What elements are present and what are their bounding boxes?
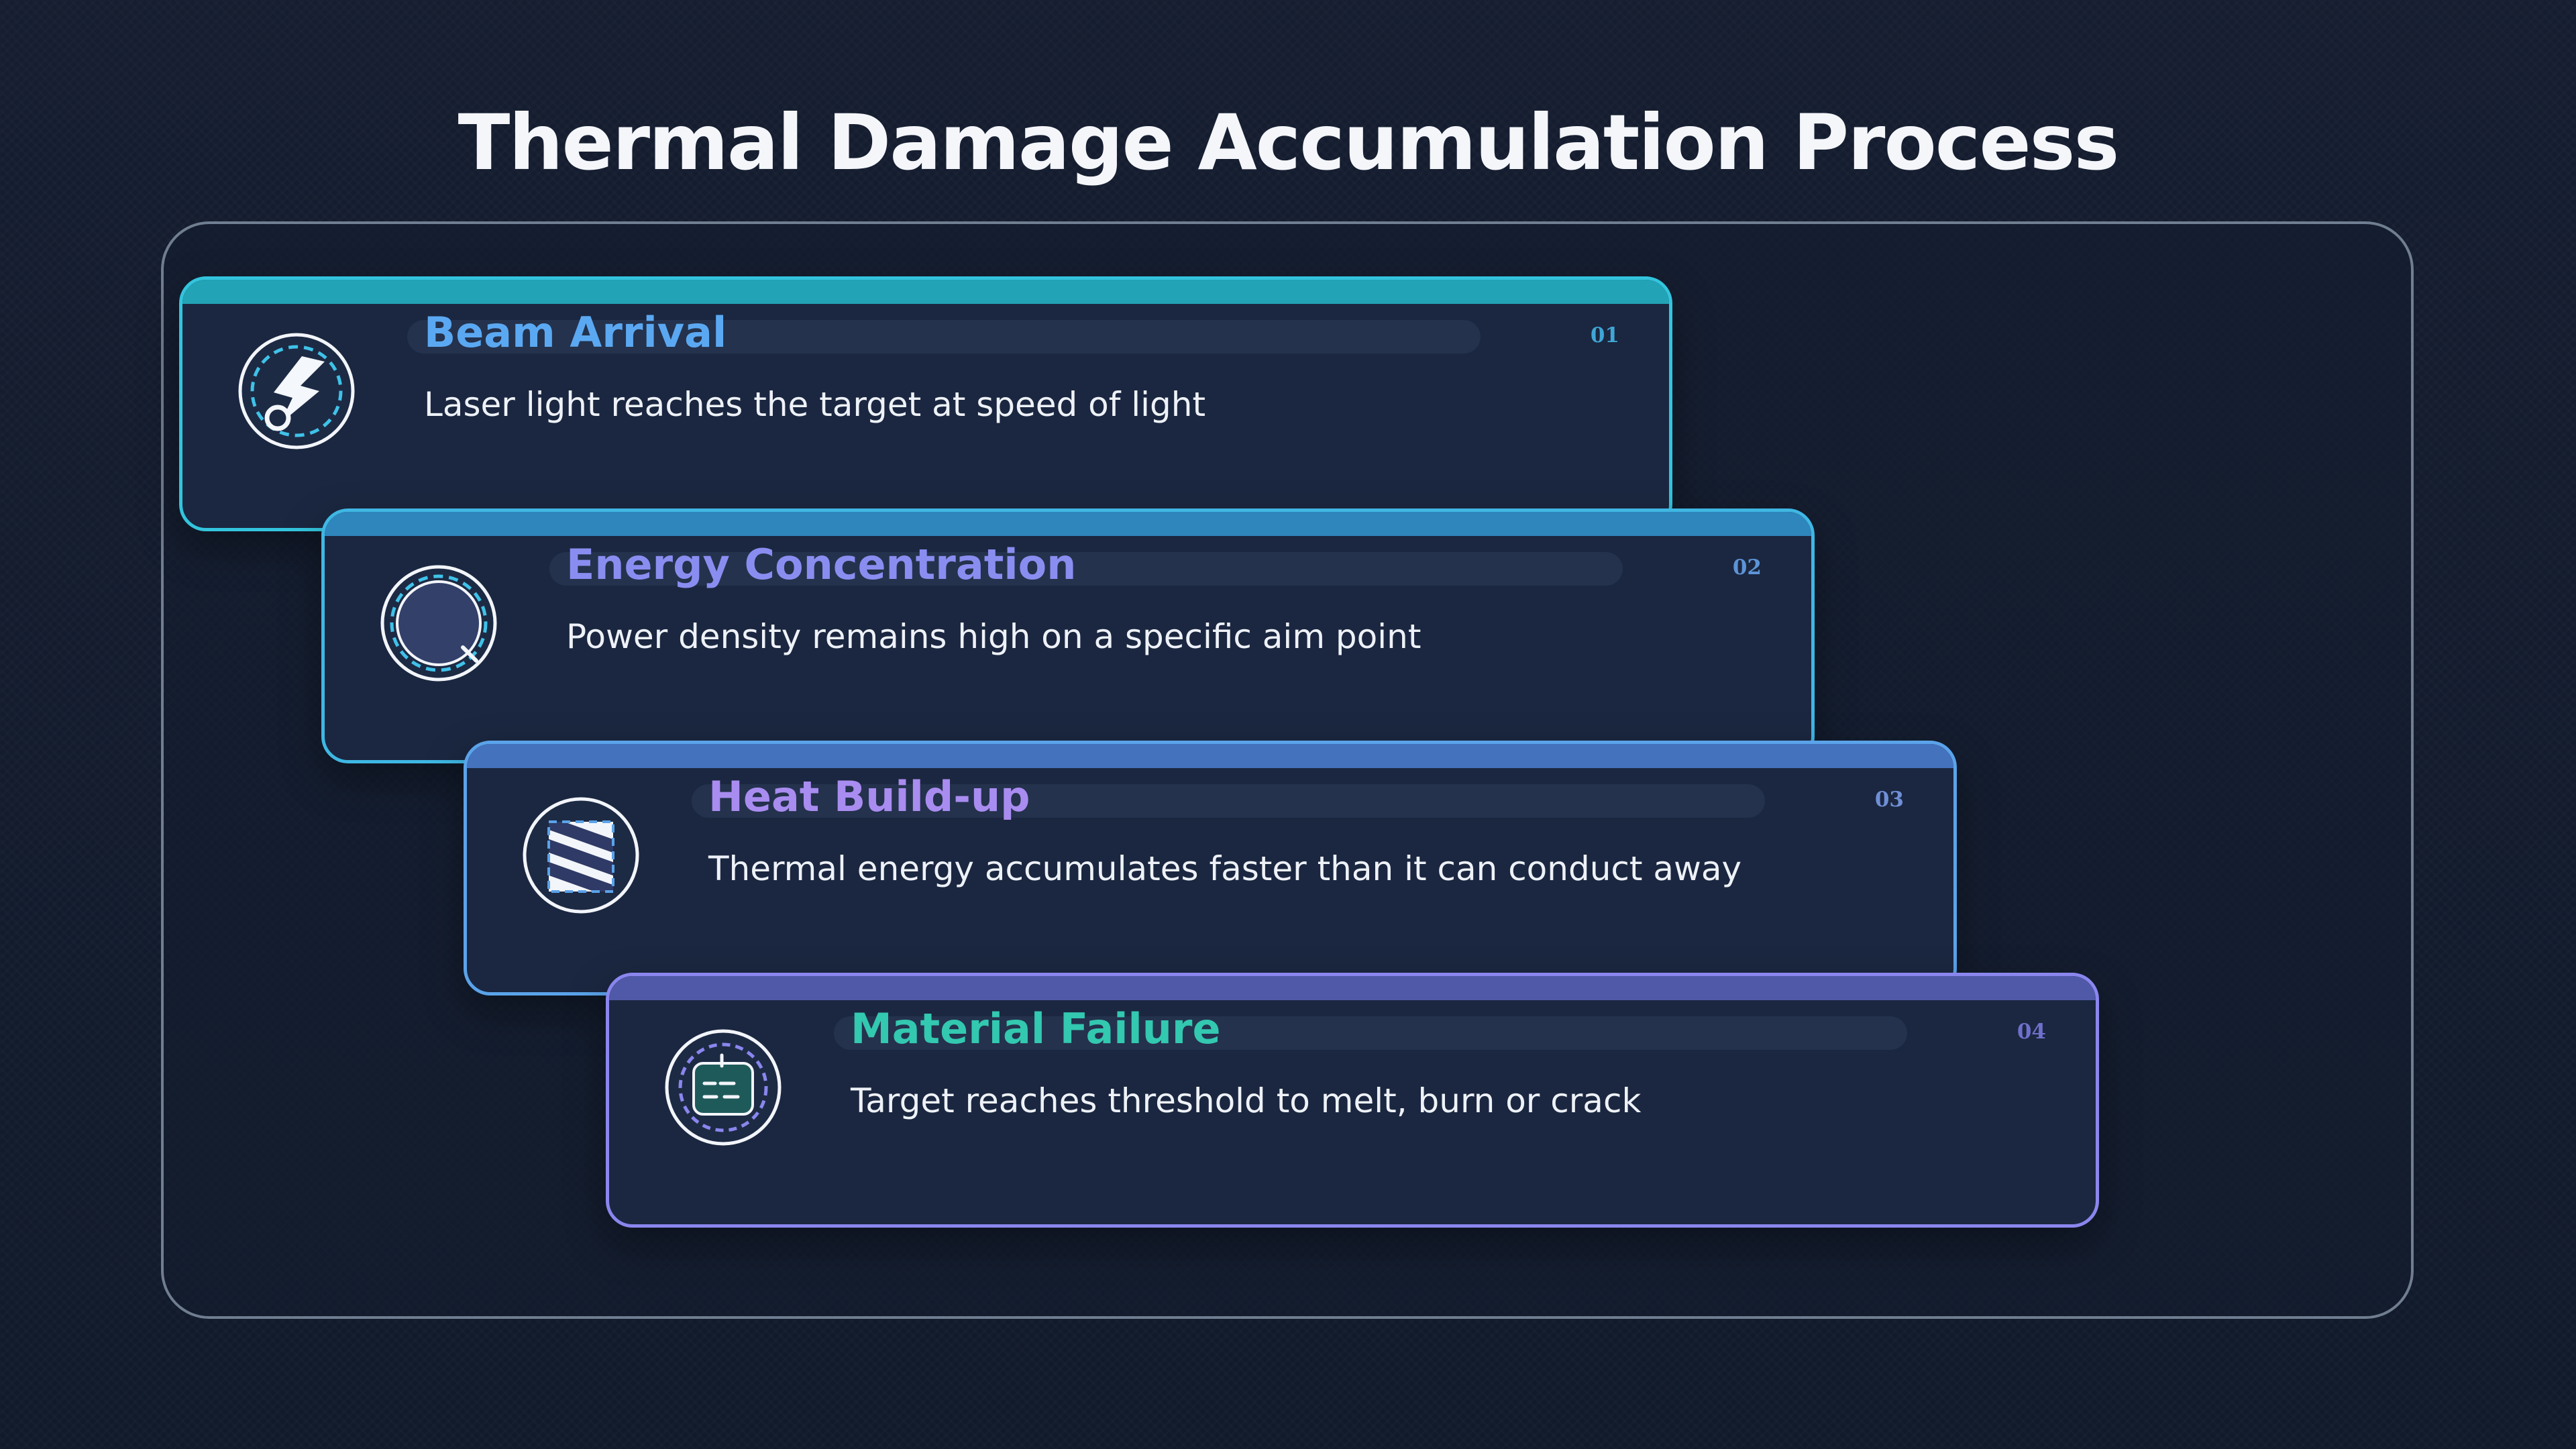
step-title-background [834, 1016, 1907, 1050]
step-description: Thermal energy accumulates faster than i… [708, 849, 1742, 888]
step-card-2: Energy Concentration 02 Power density re… [321, 508, 1815, 763]
step-card-4: Material Failure 04 Target reaches thres… [606, 973, 2099, 1228]
step-card-3: Heat Build-up 03 Thermal energy accumula… [464, 741, 1957, 996]
page-title: Thermal Damage Accumulation Process [458, 98, 2120, 187]
step-description: Target reaches threshold to melt, burn o… [851, 1081, 1642, 1120]
cracked-material-icon [663, 1027, 784, 1148]
step-number: 03 [1874, 788, 1904, 812]
step-card-header-bar [325, 512, 1811, 536]
step-description: Laser light reaches the target at speed … [424, 385, 1206, 424]
step-card-1: Beam Arrival 01 Laser light reaches the … [179, 276, 1672, 531]
step-description: Power density remains high on a specific… [566, 617, 1421, 656]
step-title-background [549, 552, 1623, 586]
lightning-icon [236, 331, 357, 451]
step-title: Energy Concentration [566, 540, 1077, 589]
step-title: Material Failure [851, 1004, 1221, 1053]
step-card-header-bar [467, 744, 1953, 768]
step-title-background [407, 320, 1481, 354]
step-number: 01 [1590, 323, 1619, 347]
step-number: 04 [2017, 1020, 2046, 1044]
target-circle-icon [378, 563, 499, 684]
step-title-background [692, 784, 1765, 818]
step-number: 02 [1732, 555, 1762, 580]
step-card-header-bar [182, 280, 1669, 304]
step-card-header-bar [609, 976, 2096, 1000]
step-title: Heat Build-up [708, 772, 1030, 821]
heat-stripes-icon [521, 795, 641, 916]
step-title: Beam Arrival [424, 308, 727, 357]
